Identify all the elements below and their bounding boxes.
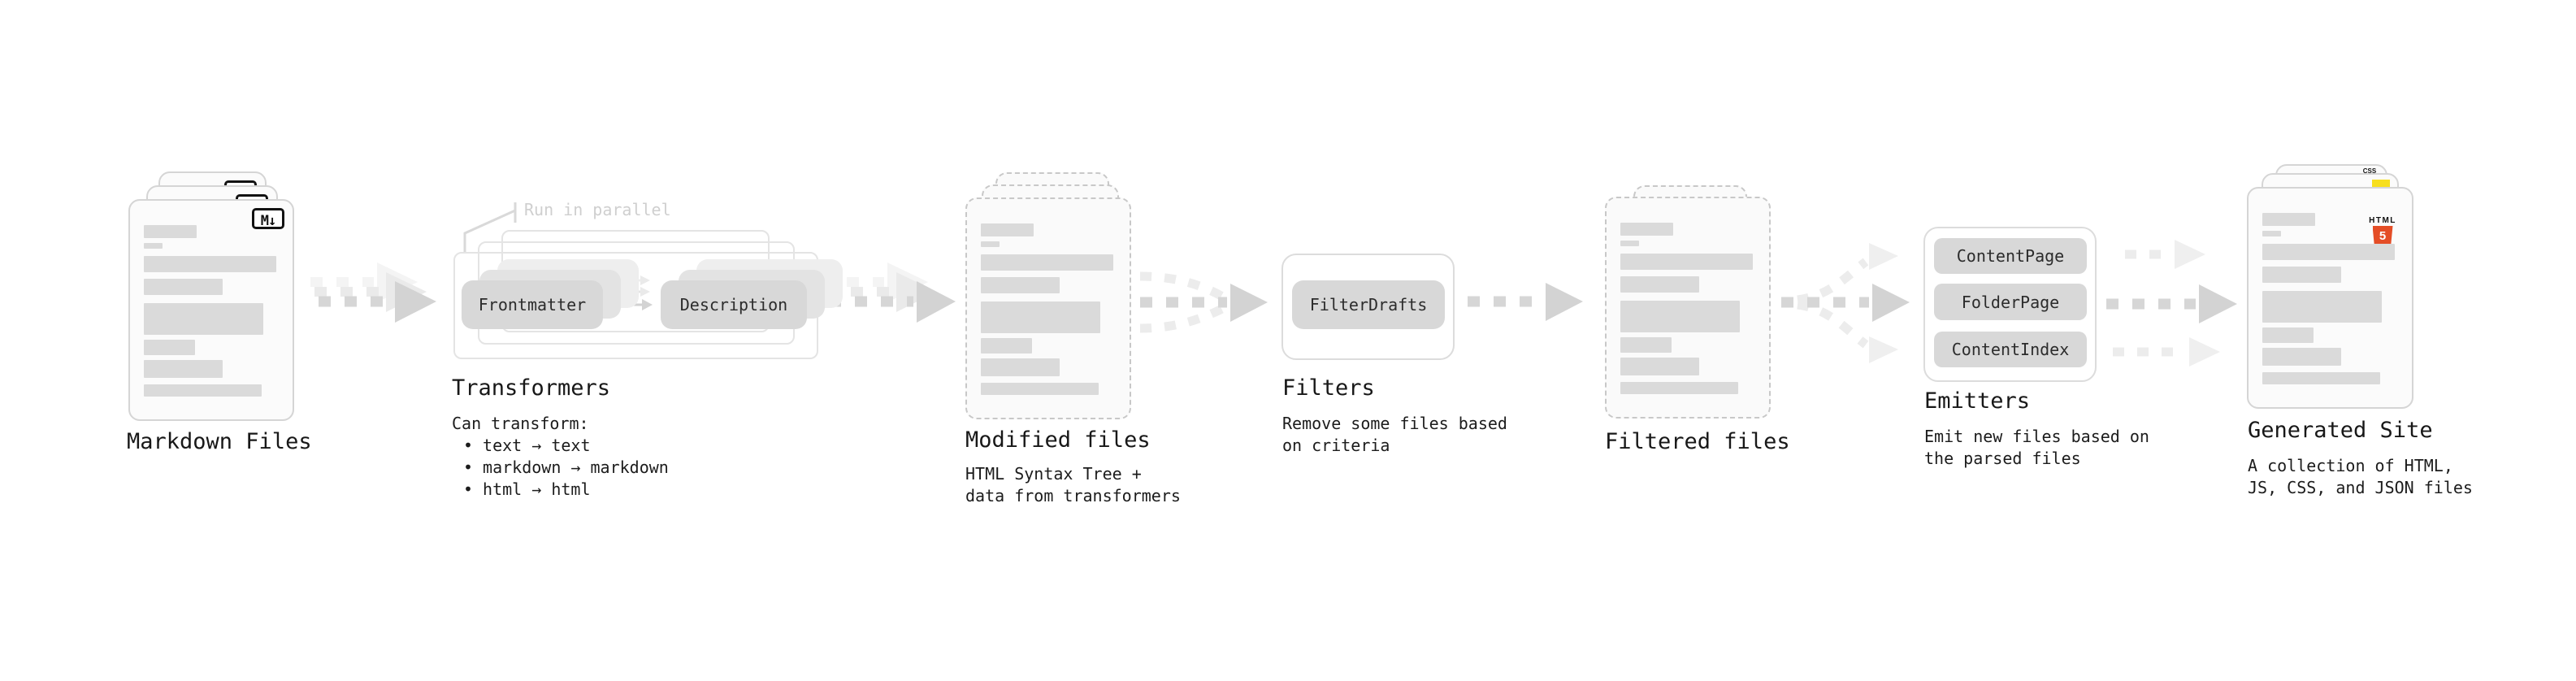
text-line-placeholder — [2262, 372, 2380, 384]
text-line-placeholder — [981, 241, 1000, 247]
contentpage-box: ContentPage — [1934, 238, 2087, 274]
transformers-note-heading: Can transform: — [452, 414, 589, 433]
text-line-placeholder — [144, 303, 263, 335]
stage-title-modified-files: Modified files — [965, 427, 1151, 453]
text-line-placeholder — [2262, 267, 2341, 283]
transformers-note: Can transform: text → text markdown → ma… — [452, 413, 669, 501]
text-line-placeholder — [1620, 301, 1740, 332]
text-line-placeholder — [144, 384, 262, 397]
text-line-placeholder — [144, 279, 223, 295]
filters-subtitle: Remove some files based on criteria — [1282, 413, 1507, 457]
stage-title-generated-site: Generated Site — [2248, 418, 2433, 443]
subtitle-line: HTML Syntax Tree + — [965, 464, 1142, 484]
markdown-icon: M↓ — [252, 208, 284, 229]
subtitle-line: Emit new files based on — [1924, 427, 2149, 446]
text-line-placeholder — [2262, 327, 2314, 343]
subtitle-line: data from transformers — [965, 486, 1181, 505]
modified-files-subtitle: HTML Syntax Tree + data from transformer… — [965, 463, 1181, 507]
css-icon-label: CSS — [2362, 167, 2377, 175]
filtered-file-card-front — [1605, 197, 1771, 419]
text-line-placeholder — [981, 254, 1113, 271]
transform-bullet-text: html → html — [483, 479, 591, 499]
folderpage-box: FolderPage — [1934, 284, 2087, 320]
text-line-placeholder — [144, 340, 195, 355]
js-icon — [2372, 180, 2390, 189]
text-line-placeholder — [144, 225, 197, 238]
subtitle-line: Remove some files based — [1282, 414, 1507, 433]
text-line-placeholder — [1620, 254, 1753, 270]
stage-title-markdown-files: Markdown Files — [127, 429, 312, 454]
text-line-placeholder — [981, 358, 1060, 376]
flow-arrow-modified-to-filters — [1139, 271, 1268, 333]
text-line-placeholder — [981, 338, 1032, 354]
contentindex-box: ContentIndex — [1934, 332, 2087, 367]
generated-site-subtitle: A collection of HTML, JS, CSS, and JSON … — [2248, 455, 2473, 499]
transform-bullet: markdown → markdown — [452, 457, 669, 479]
html5-icon-label: HTML — [2369, 216, 2396, 225]
text-line-placeholder — [1620, 358, 1699, 375]
text-line-placeholder — [981, 223, 1034, 236]
transform-bullet-text: text → text — [483, 436, 591, 455]
text-line-placeholder — [144, 360, 223, 378]
transform-bullet: text → text — [452, 435, 669, 457]
text-line-placeholder — [1620, 241, 1639, 246]
annotation-callout-line — [463, 202, 517, 252]
stage-title-filtered-files: Filtered files — [1605, 429, 1790, 454]
subtitle-line: the parsed files — [1924, 449, 2081, 468]
filterdrafts-box: FilterDrafts — [1292, 280, 1445, 329]
stage-title-filters: Filters — [1282, 375, 1375, 401]
run-in-parallel-annotation: Run in parallel — [524, 200, 671, 219]
transform-bullet-text: markdown → markdown — [483, 458, 669, 477]
generated-html-card: HTML 5 — [2247, 187, 2413, 409]
text-line-placeholder — [1620, 223, 1673, 236]
text-line-placeholder — [981, 277, 1060, 293]
emitters-subtitle: Emit new files based on the parsed files — [1924, 426, 2149, 470]
flow-arrow-filters-to-filtered — [1468, 283, 1583, 321]
text-line-placeholder — [981, 383, 1099, 395]
text-line-placeholder — [981, 301, 1100, 333]
frontmatter-box: Frontmatter — [462, 280, 603, 329]
flow-arrow-filtered-to-emitters — [1781, 243, 1910, 363]
text-line-placeholder — [2262, 231, 2281, 236]
flow-arrow-emitters-to-generated — [2106, 240, 2237, 367]
subtitle-line: JS, CSS, and JSON files — [2248, 478, 2473, 497]
markdown-file-card-front: M↓ — [128, 199, 294, 421]
text-line-placeholder — [2262, 244, 2395, 260]
subtitle-line: on criteria — [1282, 436, 1390, 455]
subtitle-line: A collection of HTML, — [2248, 456, 2453, 475]
text-line-placeholder — [2262, 348, 2341, 366]
description-box: Description — [661, 280, 807, 329]
text-line-placeholder — [144, 243, 163, 249]
text-line-placeholder — [144, 256, 276, 272]
text-line-placeholder — [1620, 276, 1699, 293]
flow-arrow-markdown-to-transformers — [310, 262, 436, 323]
transform-bullet: html → html — [452, 479, 669, 501]
stage-title-emitters: Emitters — [1924, 388, 2031, 414]
text-line-placeholder — [1620, 337, 1672, 353]
text-line-placeholder — [2262, 213, 2315, 226]
modified-file-card-front — [965, 197, 1131, 419]
text-line-placeholder — [2262, 291, 2382, 323]
stage-title-transformers: Transformers — [452, 375, 611, 401]
text-line-placeholder — [1620, 382, 1738, 394]
